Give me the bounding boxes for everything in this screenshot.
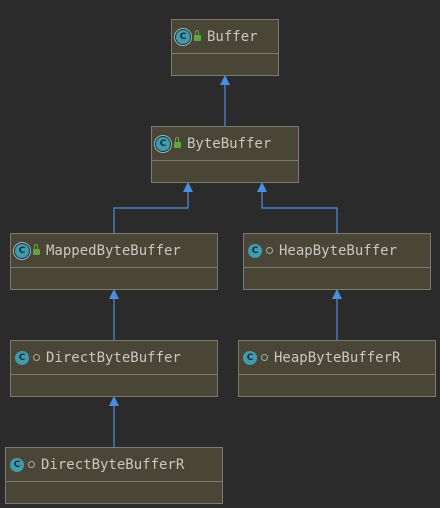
class-header: C ByteBuffer — [152, 127, 298, 161]
class-name: DirectByteBufferR — [41, 456, 185, 473]
class-name: DirectByteBuffer — [46, 349, 181, 366]
class-icon: C — [248, 243, 262, 258]
class-node-directbytebuffer[interactable]: C DirectByteBuffer — [10, 340, 218, 397]
class-name: MappedByteBuffer — [46, 242, 181, 259]
class-node-heapbytebufferr[interactable]: C HeapByteBufferR — [238, 340, 436, 397]
class-name: Buffer — [207, 28, 258, 45]
abstract-class-icon: C — [156, 136, 170, 151]
class-icon: C — [15, 350, 29, 365]
public-lock-icon — [194, 30, 201, 41]
class-header: C HeapByteBuffer — [244, 234, 430, 268]
class-icon: C — [10, 457, 24, 472]
abstract-class-icon: C — [176, 29, 190, 44]
class-node-buffer[interactable]: C Buffer — [171, 19, 279, 76]
class-header: C DirectByteBuffer — [11, 341, 217, 375]
edge-heap-to-bytebuffer — [257, 182, 338, 233]
edge-mapped-to-bytebuffer — [113, 182, 193, 233]
abstract-class-icon: C — [15, 243, 29, 258]
class-header: C DirectByteBufferR — [6, 448, 222, 482]
class-node-bytebuffer[interactable]: C ByteBuffer — [151, 126, 299, 183]
class-node-directbytebufferr[interactable]: C DirectByteBufferR — [5, 447, 223, 504]
class-name: HeapByteBuffer — [279, 242, 398, 259]
class-header: C Buffer — [172, 20, 278, 54]
class-node-heapbytebuffer[interactable]: C HeapByteBuffer — [243, 233, 431, 290]
class-header: C HeapByteBufferR — [239, 341, 435, 375]
class-icon: C — [243, 350, 257, 365]
package-private-icon — [261, 354, 268, 361]
class-name: ByteBuffer — [187, 135, 272, 152]
public-lock-icon — [33, 244, 40, 255]
class-header: C MappedByteBuffer — [11, 234, 217, 268]
package-private-icon — [33, 354, 40, 361]
package-private-icon — [266, 247, 273, 254]
class-name: HeapByteBufferR — [274, 349, 401, 366]
package-private-icon — [28, 461, 35, 468]
class-node-mappedbytebuffer[interactable]: C MappedByteBuffer — [10, 233, 218, 290]
public-lock-icon — [174, 137, 181, 148]
